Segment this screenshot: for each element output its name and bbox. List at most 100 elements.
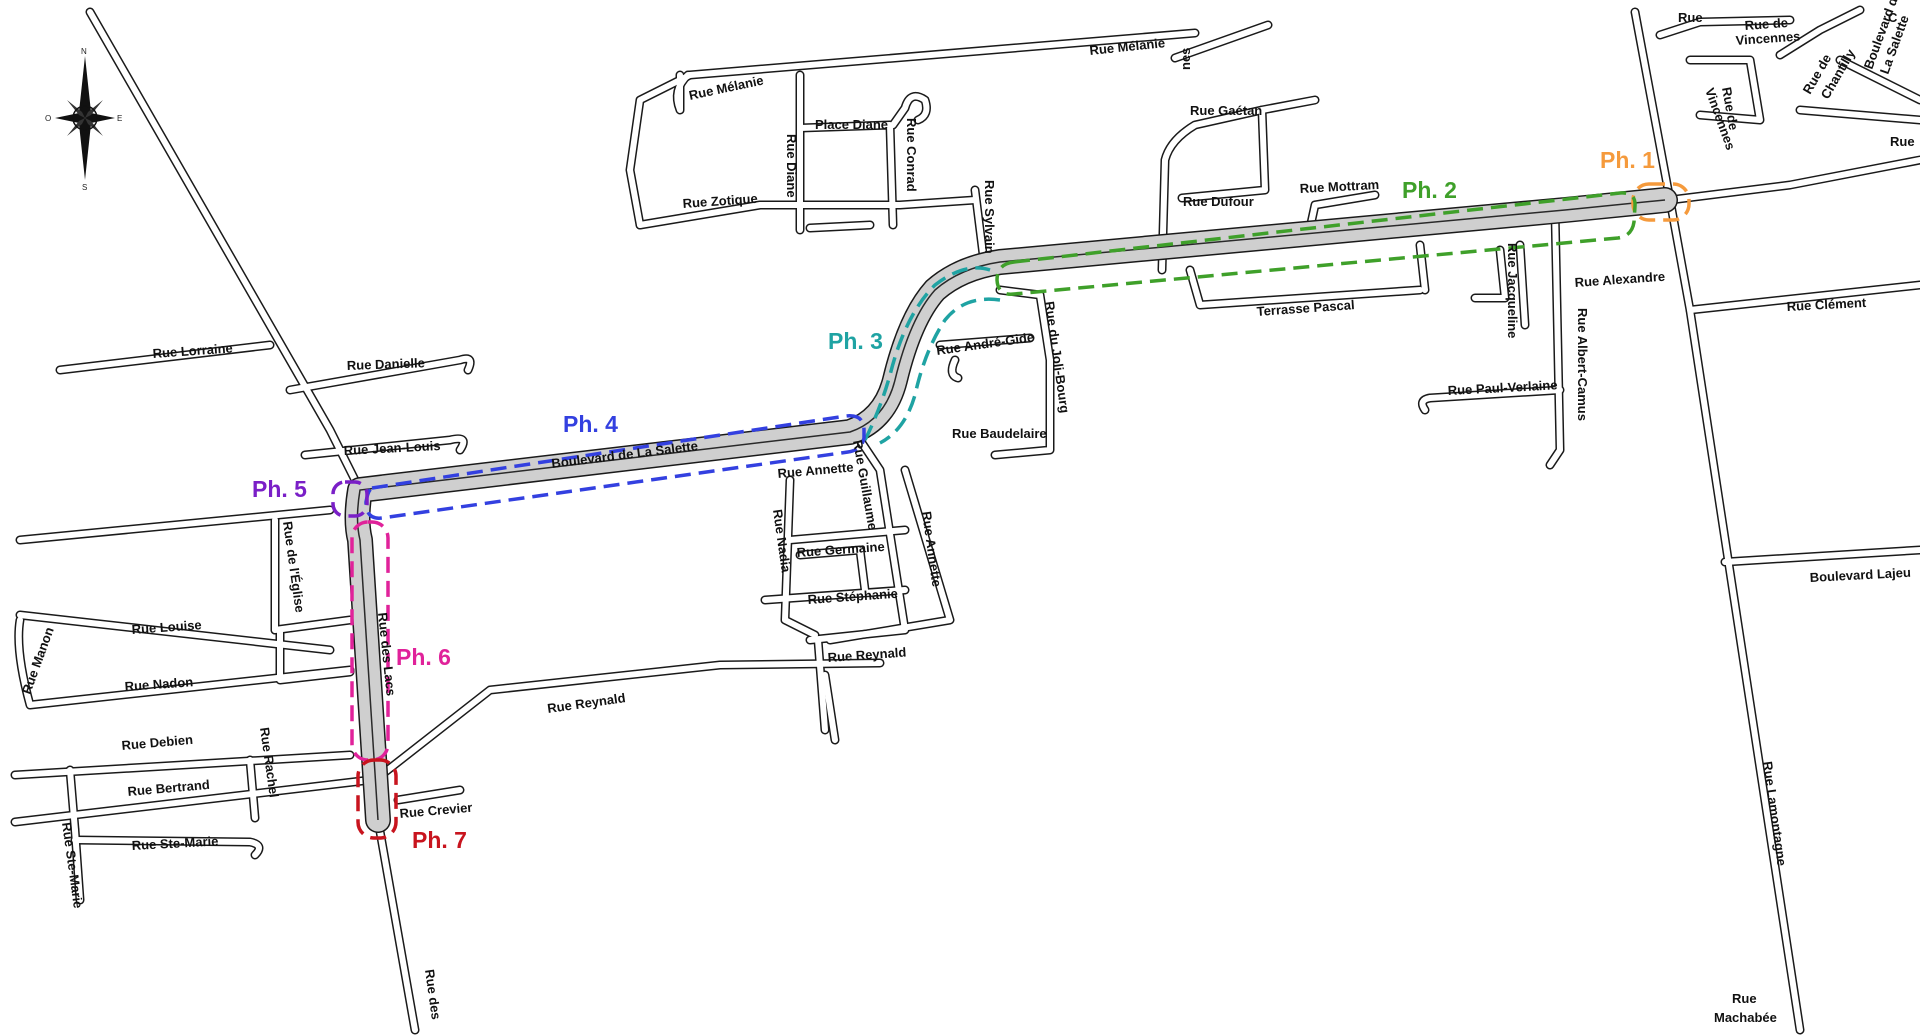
road-segment-fill (302, 435, 467, 458)
road-segment-fill (637, 197, 978, 228)
street-label: Rue de (1744, 15, 1788, 33)
road-segment-fill (890, 93, 930, 128)
road-segment-fill (949, 357, 961, 381)
road-segment-fill (287, 355, 474, 393)
road-segment-fill (12, 777, 373, 825)
street-label: Machabée (1714, 1010, 1777, 1025)
road-segment-fill (1687, 307, 1803, 1033)
road-segment-fill (1667, 157, 1920, 203)
street-label: Rue Sylvain (982, 180, 997, 254)
compass-north-label: N (81, 47, 87, 56)
street-label: Rue Albert-Camus (1575, 308, 1590, 421)
street-label: Rue (1678, 10, 1703, 25)
road-segment-fill (57, 342, 273, 373)
street-label: Rue Crevier (399, 800, 473, 821)
street-label: Rue de l'Église (280, 520, 308, 613)
street-label: Rue Jean-Louis (343, 438, 440, 458)
phase-labels: Ph. 1 Ph. 2 Ph. 3 Ph. 4 Ph. 5 Ph. 6 Ph. … (252, 147, 1655, 853)
road-segment-fill (827, 467, 953, 643)
street-label: Rue Ste-Marie (131, 833, 218, 853)
road-segment-fill (12, 752, 353, 778)
street-label: Rue Jacqueline (1505, 243, 1520, 338)
road-segment-fill (815, 637, 828, 733)
phase-1-outline[interactable] (1631, 182, 1691, 222)
road-segment-fill (72, 837, 262, 858)
phase-5-outline[interactable] (331, 480, 369, 518)
road-segment-fill (687, 30, 1198, 78)
road-segment-fill (1837, 57, 1920, 103)
street-label: Rue Zotique (682, 191, 758, 211)
road-segment-fill (272, 617, 353, 633)
road-segment-fill (247, 757, 258, 821)
street-label: C (1888, 10, 1898, 25)
street-label: Rue André-Gide (935, 329, 1035, 358)
street-label: nes (1178, 48, 1193, 70)
road-network (10, 5, 1920, 1035)
street-label: Boulevard Lajeu (1809, 565, 1911, 585)
phase-7-label: Ph. 7 (412, 827, 467, 853)
street-label: Rue Guillaume (850, 439, 881, 531)
road-segment (1665, 195, 1920, 315)
compass-rose: N S E O (45, 47, 122, 192)
phase-outlines (331, 182, 1691, 840)
phase-7-outline[interactable] (356, 758, 398, 840)
compass-south-label: S (82, 183, 87, 192)
street-label: Rue Mottram (1299, 177, 1379, 196)
road-segment-fill (1797, 107, 1920, 123)
phase-3-outline[interactable] (863, 266, 1001, 445)
street-label: Rue des (422, 968, 444, 1020)
road-segment-fill (372, 660, 883, 783)
street-label: Rue Annette (919, 510, 944, 587)
road-segment-fill (1187, 267, 1423, 308)
phase-3-label: Ph. 3 (828, 328, 883, 354)
street-label: Rue Bertrand (127, 777, 210, 799)
road-segment-fill (1722, 547, 1920, 565)
street-label: Terrasse Pascal (1256, 297, 1355, 319)
phase-5-label: Ph. 5 (252, 476, 307, 502)
road-segment-fill (762, 587, 908, 603)
road-segment-fill (937, 335, 1033, 348)
road-segment-fill (1172, 22, 1271, 61)
road-segment-fill (395, 787, 463, 803)
road-segment-fill (797, 122, 896, 228)
phase-6-label: Ph. 6 (396, 644, 451, 670)
phase-1-label: Ph. 1 (1600, 147, 1655, 173)
phase-6-outline[interactable] (350, 520, 390, 762)
street-label: Rue Clément (1786, 295, 1867, 314)
road-segment-fill (67, 767, 78, 833)
road-segment-fill (1632, 9, 1673, 203)
street-label: Rue Paul-Verlaine (1447, 377, 1557, 398)
street-label: Rue Dufour (1183, 194, 1254, 209)
street-label: Rue Reynald (546, 690, 626, 716)
road-segment-fill (375, 817, 418, 1033)
street-label: Rue Stéphanie (807, 586, 898, 607)
street-label: Rue Louise (131, 617, 202, 637)
street-label: Rue Annette (777, 459, 854, 481)
street-label: Rue Germaine (796, 539, 885, 560)
road-segment-fill (1657, 17, 1793, 38)
road-segment-fill (992, 287, 1053, 458)
road-segment (795, 120, 898, 230)
road-segment-fill (1417, 242, 1428, 293)
road-segment-fill (17, 507, 333, 543)
project-corridor (344, 187, 1678, 833)
road-segment-fill (1777, 7, 1863, 58)
street-label: Rue Conrad (904, 118, 919, 192)
street-label: Rue Reynald (827, 645, 907, 665)
street-label: Rue Lorraine (152, 340, 233, 361)
street-label: Rue de (1719, 86, 1741, 131)
road-segment-fill (797, 547, 868, 593)
road-segment-fill (1547, 207, 1563, 468)
phase-2-outline[interactable] (995, 191, 1637, 296)
road-segment-fill (1517, 242, 1528, 328)
street-label: Vincennes (1735, 29, 1801, 48)
street-label: Rue (1890, 134, 1915, 149)
road-segment-fill (782, 477, 818, 638)
phase-4-label: Ph. 4 (563, 411, 618, 437)
street-label: Place Diane (815, 117, 888, 132)
road-segment-fill (15, 617, 353, 708)
road-segment-fill (1472, 247, 1508, 301)
phase-2-label: Ph. 2 (1402, 177, 1457, 203)
street-label: Rue (1732, 991, 1757, 1006)
